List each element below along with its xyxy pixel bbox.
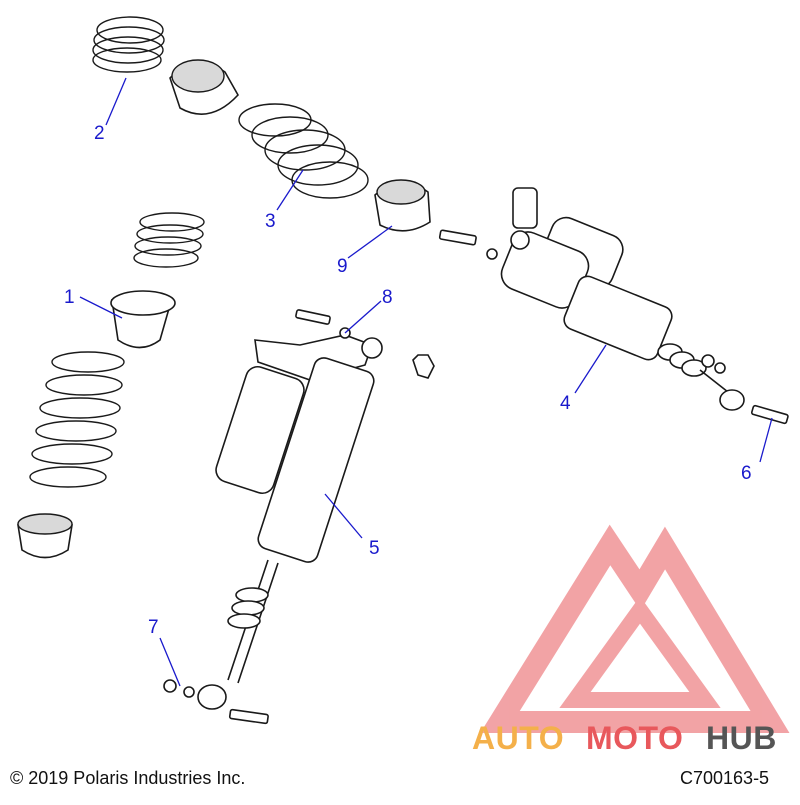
- shock-absorber-right: [500, 187, 745, 411]
- washers-right: [701, 354, 726, 374]
- callout-7: 7: [148, 617, 159, 638]
- watermark-word-hub: HUB: [706, 720, 777, 756]
- callout-3: 3: [265, 211, 276, 232]
- diagram-code: C700163-5: [680, 768, 770, 788]
- spring-lower-large: [29, 351, 125, 488]
- crossover-ring: [374, 179, 431, 232]
- spring-spacer-upper: [169, 59, 239, 115]
- leader-lines: [79, 77, 773, 687]
- spring-lower-small: [133, 212, 205, 268]
- callout-4: 4: [560, 393, 571, 414]
- spring-spacer-lower: [110, 290, 176, 349]
- spring-adjuster-nut: [17, 513, 73, 559]
- bolt-right-upper: [438, 229, 498, 260]
- bolt-7: [163, 679, 269, 725]
- copyright-notice: © 2019 Polaris Industries Inc.: [10, 768, 246, 788]
- bolt-8: [295, 309, 351, 339]
- callout-6: 6: [741, 463, 752, 484]
- callout-5: 5: [369, 538, 380, 559]
- bolt-6: [750, 404, 789, 425]
- watermark-word-moto: MOTO: [586, 720, 684, 756]
- watermark-word-auto: AUTO: [472, 720, 565, 756]
- callout-1: 1: [64, 287, 75, 308]
- spring-upper-small: [92, 16, 165, 73]
- shock-absorber-center: [197, 334, 383, 710]
- nut-center: [412, 354, 435, 379]
- watermark-logo: [480, 524, 790, 733]
- callout-9: 9: [337, 256, 348, 277]
- callout-2: 2: [94, 123, 105, 144]
- spring-upper-large: [238, 103, 369, 199]
- callout-8: 8: [382, 287, 393, 308]
